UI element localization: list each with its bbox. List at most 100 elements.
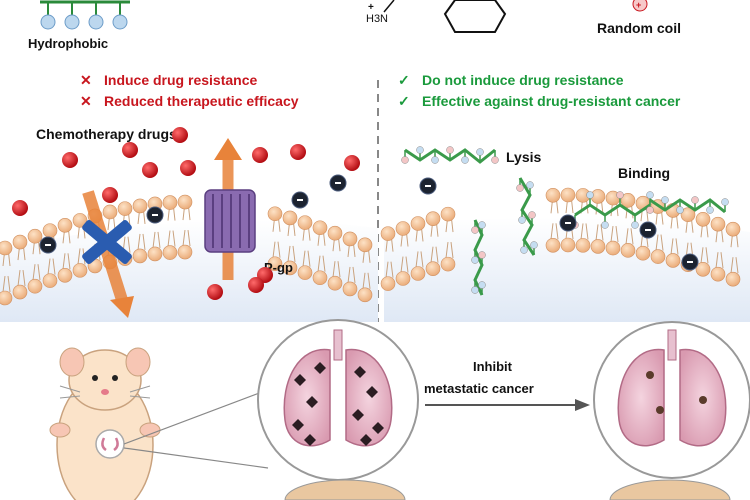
pro-mark-2: ✓ — [398, 93, 410, 109]
lipid-head — [395, 271, 411, 286]
lysis-label: Lysis — [506, 149, 541, 165]
lipid-head — [425, 211, 441, 226]
lipid-head — [147, 246, 163, 262]
hydrophobic-chain-icon — [40, 0, 130, 30]
lipid-head — [410, 216, 426, 231]
lipid-head — [575, 238, 591, 253]
lipid-head — [12, 284, 28, 300]
drug-molecule — [172, 127, 188, 143]
drug-molecule — [62, 152, 78, 168]
lipid-head — [380, 226, 396, 241]
lipid-head — [560, 237, 576, 253]
con-mark-2: ✕ — [80, 93, 92, 109]
lung-diseased — [257, 319, 419, 481]
hydrophobic-bead — [64, 14, 80, 30]
lipid-head — [650, 249, 666, 264]
lipid-bilayer-right — [380, 187, 741, 291]
chemo-drugs-label: Chemotherapy drugs — [36, 126, 177, 142]
lipid-head — [42, 273, 58, 288]
amine-charge: + — [368, 2, 374, 13]
drug-molecule — [290, 144, 306, 160]
lipid-head — [327, 225, 343, 241]
lipid-bilayer-left — [0, 194, 373, 306]
tumor-nodule — [352, 409, 364, 421]
drug-molecule — [122, 142, 138, 158]
lipid-head — [72, 213, 88, 228]
zoom-line-top — [123, 391, 263, 445]
drug-molecule — [344, 155, 360, 171]
mouse-illustration — [49, 347, 161, 500]
peptide-chains — [401, 146, 729, 296]
lipid-head — [117, 201, 133, 216]
tissue-section-partial-right — [609, 479, 731, 500]
lipid-head — [545, 237, 561, 253]
lipid-head — [132, 248, 148, 264]
tumor-nodule — [304, 434, 316, 446]
lipid-head — [42, 223, 58, 238]
inhibit-label-2: metastatic cancer — [424, 381, 534, 396]
drug-molecule — [180, 160, 196, 176]
lipid-head — [57, 218, 73, 233]
drug-molecule — [12, 200, 28, 216]
lipid-head — [410, 266, 426, 281]
lipid-head — [57, 268, 73, 283]
lipid-head — [440, 256, 456, 272]
peptide-backbone — [649, 198, 726, 214]
positive-charge-icon — [632, 0, 648, 12]
lipid-head — [710, 216, 726, 232]
lipid-head — [380, 276, 396, 291]
amine-label: H3N — [366, 13, 388, 25]
lipid-head — [102, 204, 118, 220]
lipid-head — [0, 240, 13, 256]
drug-molecule — [207, 284, 223, 300]
drug-molecule — [142, 162, 158, 178]
drug-molecule — [248, 277, 264, 293]
lipid-head — [27, 278, 43, 294]
lipid-head — [357, 237, 373, 253]
lipid-head — [12, 234, 28, 250]
lung-treated — [593, 321, 750, 479]
lipid-head — [327, 275, 343, 291]
lipid-head — [297, 215, 313, 230]
random-coil-label: Random coil — [597, 20, 681, 36]
random-coil-charge: + — [636, 0, 641, 10]
zoom-line-bottom — [123, 447, 269, 469]
lipid-head — [710, 266, 726, 282]
inhibit-label-1: Inhibit — [473, 359, 513, 374]
lipid-head — [267, 256, 283, 272]
lipid-head — [282, 210, 298, 226]
lipid-head — [132, 198, 148, 214]
lipid-head — [545, 187, 561, 203]
tumor-nodule — [292, 419, 304, 431]
hydrophobic-label: Hydrophobic — [28, 36, 108, 51]
tumor-nodule — [360, 434, 372, 446]
lipid-head — [177, 244, 193, 260]
lipid-head — [440, 206, 456, 222]
lipid-head — [725, 271, 741, 287]
ring-structure — [443, 0, 507, 33]
tumor-nodule — [314, 362, 326, 374]
lipid-head — [590, 239, 606, 254]
lipid-head — [0, 290, 13, 306]
tissue-section-partial-left — [284, 479, 406, 500]
pgp-pump-icon — [204, 138, 256, 280]
inhibit-arrow — [425, 399, 590, 411]
drug-molecule — [252, 147, 268, 163]
lipid-head — [342, 281, 358, 297]
peptide-backbone — [473, 219, 484, 296]
hydrophobic-bead — [40, 14, 56, 30]
lipid-head — [635, 245, 651, 261]
hydrophobic-bead — [112, 14, 128, 30]
cell-interior-right — [384, 217, 750, 322]
lipid-head — [312, 270, 328, 286]
tumor-nodule — [372, 422, 384, 434]
peptide-backbone — [574, 203, 651, 217]
tumor-nodule — [366, 386, 378, 398]
pros-list: ✓ Do not induce drug resistance ✓ Effect… — [398, 72, 681, 109]
con-mark-1: ✕ — [80, 72, 92, 88]
lipid-head — [605, 240, 621, 256]
con-text-1: Induce drug resistance — [104, 72, 257, 88]
lipid-head — [425, 261, 441, 276]
lipid-head — [560, 187, 576, 203]
lipid-head — [357, 287, 373, 303]
